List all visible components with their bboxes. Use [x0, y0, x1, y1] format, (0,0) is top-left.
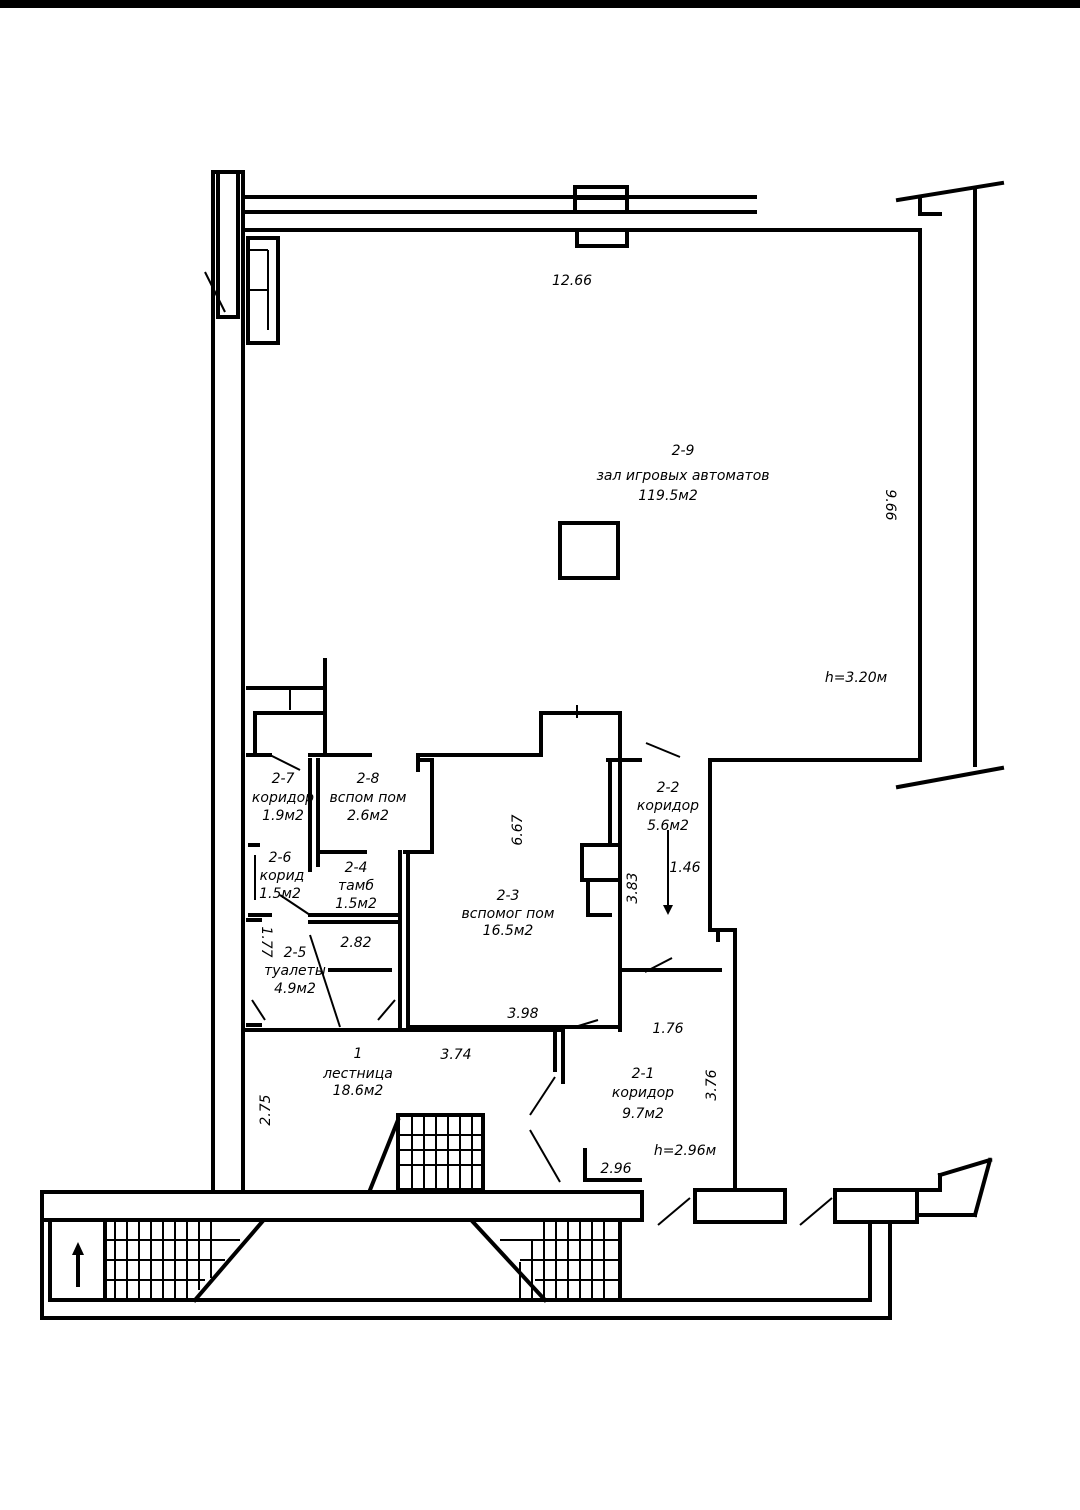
svg-text:3.74: 3.74	[440, 1047, 471, 1063]
outer-walls	[204, 170, 1005, 1194]
svg-text:корид: корид	[260, 868, 305, 884]
top-border	[0, 0, 1080, 8]
dimension-labels: 12.66 9.66 h=3.20м 6.67 1.46 3.83 2.82 1…	[258, 273, 898, 1177]
dimension-arrows	[663, 830, 673, 915]
svg-text:коридор: коридор	[252, 790, 314, 806]
svg-text:2.96: 2.96	[600, 1161, 631, 1177]
svg-text:119.5м2: 119.5м2	[638, 488, 698, 504]
svg-text:вспом пом: вспом пом	[330, 790, 407, 806]
svg-text:2-3: 2-3	[497, 888, 520, 904]
svg-text:1: 1	[354, 1046, 363, 1062]
svg-text:1.46: 1.46	[669, 860, 700, 876]
svg-text:лестница: лестница	[322, 1066, 393, 1082]
svg-text:1.5м2: 1.5м2	[259, 886, 301, 902]
svg-text:2-7: 2-7	[272, 771, 295, 787]
svg-text:h=2.96м: h=2.96м	[654, 1143, 717, 1159]
up-arrow-icon	[72, 1242, 84, 1287]
room-1-label: 1 лестница 18.6м2	[322, 1046, 393, 1099]
interior-walls	[241, 658, 922, 1193]
svg-text:1.77: 1.77	[258, 926, 274, 957]
svg-text:1.76: 1.76	[652, 1021, 683, 1037]
svg-text:тамб: тамб	[338, 878, 374, 894]
svg-text:2.82: 2.82	[340, 935, 371, 951]
svg-text:5.6м2: 5.6м2	[647, 818, 689, 834]
room-2-4-label: 2-4 тамб 1.5м2	[335, 860, 377, 912]
svg-text:6.67: 6.67	[510, 814, 526, 845]
svg-text:коридор: коридор	[637, 798, 699, 814]
column	[558, 521, 620, 580]
svg-text:2.75: 2.75	[258, 1094, 274, 1125]
room-2-8-label: 2-8 вспом пом 2.6м2	[330, 771, 407, 824]
room-2-9-label: 2-9 зал игровых автоматов 119.5м2	[596, 443, 769, 504]
svg-text:1.5м2: 1.5м2	[335, 896, 377, 912]
svg-text:2-8: 2-8	[357, 771, 380, 787]
svg-text:1.9м2: 1.9м2	[262, 808, 304, 824]
room-2-5-label: 2-5 туалеты 4.9м2	[264, 945, 326, 997]
room-2-6-label: 2-6 корид 1.5м2	[259, 850, 304, 902]
svg-text:2-5: 2-5	[284, 945, 307, 961]
svg-text:вспомог пом: вспомог пом	[462, 906, 555, 922]
svg-text:2-2: 2-2	[657, 780, 680, 796]
svg-text:2-1: 2-1	[632, 1066, 655, 1082]
svg-text:9.7м2: 9.7м2	[622, 1106, 664, 1122]
svg-text:2.6м2: 2.6м2	[347, 808, 389, 824]
svg-text:3.83: 3.83	[625, 872, 641, 903]
svg-text:2-9: 2-9	[672, 443, 695, 459]
svg-text:2-6: 2-6	[269, 850, 292, 866]
svg-text:12.66: 12.66	[552, 273, 592, 289]
svg-text:18.6м2: 18.6м2	[333, 1083, 384, 1099]
entrance-block	[40, 1157, 993, 1320]
svg-text:коридор: коридор	[612, 1085, 674, 1101]
room-2-3-label: 2-3 вспомог пом 16.5м2	[462, 888, 555, 939]
room-2-2-label: 2-2 коридор 5.6м2	[637, 780, 699, 834]
svg-text:h=3.20м: h=3.20м	[825, 670, 888, 686]
svg-text:3.76: 3.76	[704, 1069, 720, 1100]
svg-text:туалеты: туалеты	[264, 963, 326, 979]
room-2-7-label: 2-7 коридор 1.9м2	[252, 771, 314, 824]
svg-text:зал игровых автоматов: зал игровых автоматов	[596, 468, 769, 484]
svg-text:16.5м2: 16.5м2	[483, 923, 534, 939]
svg-text:4.9м2: 4.9м2	[274, 981, 316, 997]
svg-text:2-4: 2-4	[345, 860, 368, 876]
room-2-1-label: 2-1 коридор 9.7м2	[612, 1066, 674, 1122]
svg-text:3.98: 3.98	[507, 1006, 538, 1022]
svg-text:9.66: 9.66	[882, 489, 898, 520]
